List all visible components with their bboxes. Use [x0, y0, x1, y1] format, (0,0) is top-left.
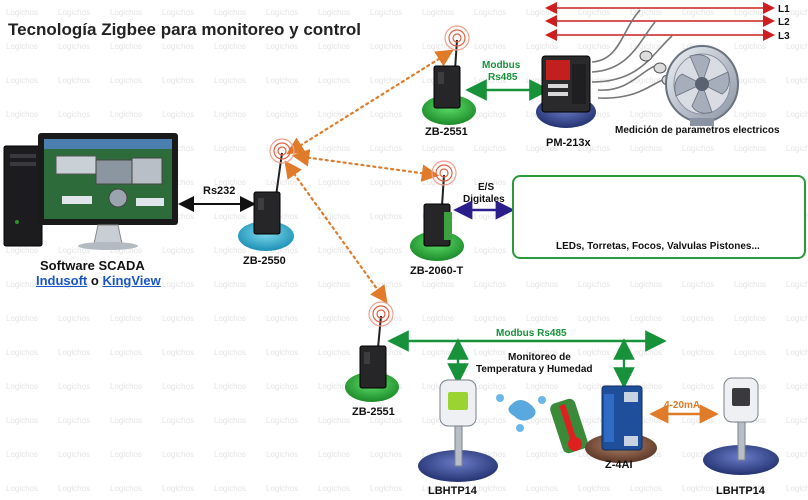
lbhtp14-right-label: LBHTP14 [716, 485, 765, 497]
signal-icon [431, 160, 457, 186]
modbus-bottom-label: Modbus Rs485 [496, 328, 567, 339]
lbhtp14-left-device [418, 379, 498, 482]
z-4ai-label: Z-4AI [605, 459, 633, 471]
humidity-icon [496, 394, 546, 432]
zb-2060-t-label: ZB-2060-T [410, 265, 464, 277]
signal-icon [368, 301, 394, 327]
zb-2551-bottom-device [345, 301, 399, 402]
lbhtp14-left-label: LBHTP14 [428, 485, 477, 497]
pm-213x-label: PM-213x [546, 137, 591, 149]
z-4ai-device [585, 385, 657, 463]
zb-2551-bottom-label: ZB-2551 [352, 406, 395, 418]
measurement-caption: Medición de parametros electricos [615, 125, 780, 136]
zb-2550-label: ZB-2550 [243, 255, 286, 267]
rs232-label: Rs232 [203, 185, 236, 197]
es-label-2: Digitales [463, 194, 505, 205]
phase-label-l2: L2 [778, 17, 790, 28]
page-title: Tecnología Zigbee para monitoreo y contr… [8, 20, 361, 39]
actuators-caption: LEDs, Torretas, Focos, Valvulas Pistones… [556, 241, 760, 252]
current-loop-label: 4-20mA [664, 400, 701, 411]
scada-label: Software SCADA [40, 258, 145, 273]
wireless-links [284, 49, 454, 304]
pm-213x-device [536, 55, 596, 128]
modbus-top-label-1: Modbus [482, 60, 521, 71]
fan-motor [665, 45, 739, 126]
monitoring-caption-2: Temperatura y Humedad [476, 364, 593, 375]
phase-label-l1: L1 [778, 4, 790, 15]
scada-links: Indusoft o KingView [36, 273, 161, 288]
ct-cables [591, 9, 673, 99]
pc-tower [3, 145, 43, 247]
thermometer-icon [550, 398, 588, 454]
es-label-1: E/S [478, 182, 495, 193]
connector-text: o [90, 273, 99, 288]
modbus-top-label-2: Rs485 [488, 72, 518, 83]
indusoft-link[interactable]: Indusoft [36, 273, 88, 288]
scada-computer [3, 133, 178, 250]
zb-2550-device [238, 138, 295, 251]
monitoring-caption-1: Monitoreo de [508, 352, 571, 363]
zb-2060-t-device [410, 160, 464, 261]
phase-label-l3: L3 [778, 31, 790, 42]
signal-icon [444, 25, 470, 51]
kingview-link[interactable]: KingView [102, 273, 161, 288]
signal-icon [269, 138, 295, 164]
lbhtp14-right-device [703, 377, 779, 475]
phase-lines [545, 2, 775, 41]
actuators-panel [512, 175, 806, 259]
zb-2551-top-device [422, 25, 476, 125]
zb-2551-top-label: ZB-2551 [425, 126, 468, 138]
modbus-bottom-bus [387, 330, 667, 389]
